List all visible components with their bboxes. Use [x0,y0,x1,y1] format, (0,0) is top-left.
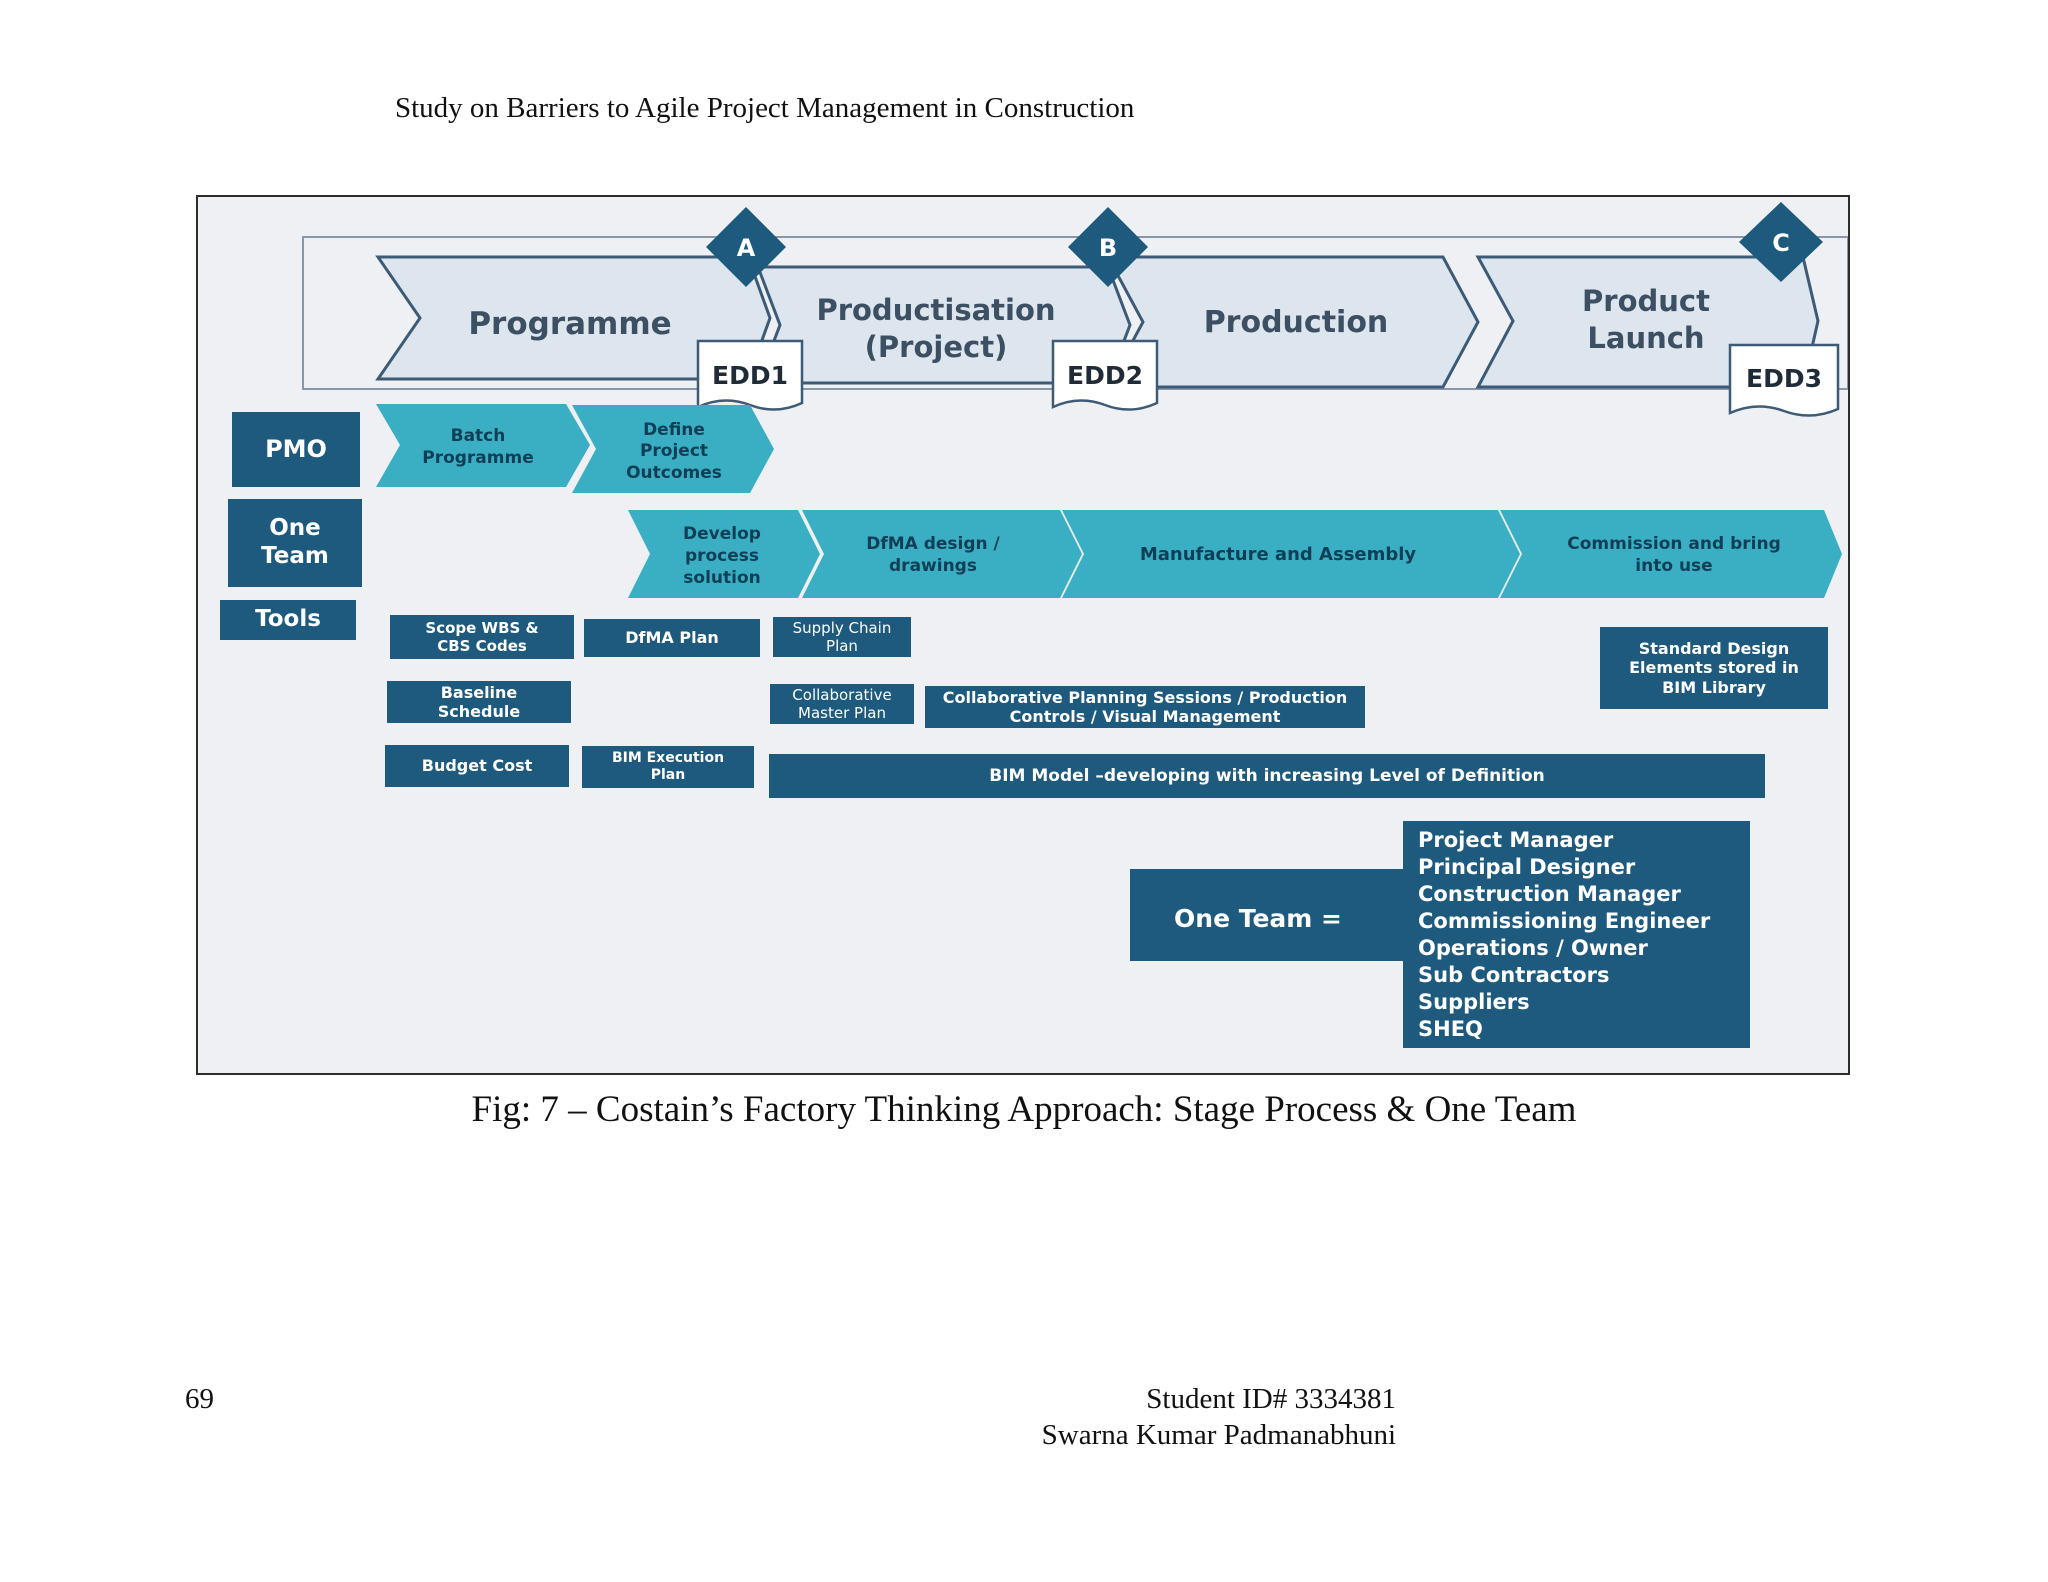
tool-standard-design: Standard Design Elements stored in BIM L… [1600,627,1828,709]
gate-a-diamond [706,207,786,287]
stage-programme-label: Programme [468,306,671,342]
row-label-pmo: PMO [232,412,360,487]
tool-bim-execution-line2: Plan [650,767,686,783]
edd2-label: EDD2 [1067,361,1143,390]
one-team-member: Suppliers [1418,990,1530,1014]
one-team-member: Construction Manager [1418,882,1681,906]
tool-dfma-plan: DfMA Plan [584,619,760,657]
one-team-member: SHEQ [1418,1017,1483,1041]
team-manufacture-chevron [1062,510,1520,598]
row-label-tools-text: Tools [255,606,321,633]
team-commission-chevron [1500,510,1842,598]
page-number: 69 [185,1383,214,1415]
one-team-label-box [1130,869,1406,961]
tool-dfma-plan-text: DfMA Plan [625,628,719,648]
figure-caption: Fig: 7 – Costain’s Factory Thinking Appr… [471,1089,1577,1130]
stage-launch-sublabel: Launch [1587,321,1704,355]
tool-scope-wbs-line2: CBS Codes [437,637,527,655]
tool-supply-chain-line2: Plan [826,637,858,655]
edd3-document [1728,343,1840,417]
tool-collaborative-master-plan: Collaborative Master Plan [770,684,914,724]
tool-budget-cost: Budget Cost [385,745,569,787]
tool-bim-model: BIM Model –developing with increasing Le… [769,754,1765,798]
tool-collab-master-line1: Collaborative [792,686,892,704]
gate-c-label: C [1772,229,1790,257]
row-label-one-team-line1: One [269,515,321,542]
tool-bim-model-text: BIM Model –developing with increasing Le… [989,765,1545,786]
gate-b-label: B [1099,234,1117,262]
tool-collab-master-line2: Master Plan [798,704,886,722]
tool-collab-sessions-line1: Collaborative Planning Sessions / Produc… [942,687,1348,707]
one-team-members-list: Project Manager Principal Designer Const… [1403,821,1750,1048]
edd3-label: EDD3 [1746,364,1822,393]
team-commission-line1: Commission and bring [1567,534,1781,554]
team-commission-line2: into use [1635,556,1712,576]
one-team-member: Project Manager [1418,828,1614,852]
team-develop-chevron [628,510,820,598]
tool-baseline-line1: Baseline [440,682,518,702]
edd1-document [696,339,804,411]
tool-scope-wbs: Scope WBS & CBS Codes [390,615,574,659]
gate-c-diamond [1739,202,1823,282]
one-team-member: Principal Designer [1418,855,1636,879]
stage-launch-label: Product [1582,284,1710,318]
edd1-label: EDD1 [712,361,788,390]
tool-scope-wbs-line1: Scope WBS & [425,619,539,637]
tool-supply-chain: Supply Chain Plan [773,617,911,657]
tool-collab-sessions-line2: Controls / Visual Management [1009,707,1281,726]
tool-baseline-schedule: Baseline Schedule [387,681,571,723]
tool-baseline-line2: Schedule [437,702,521,721]
tool-standard-design-line2: Elements stored in [1629,658,1799,678]
stage-production-chevron [1105,255,1480,389]
row-label-pmo-text: PMO [265,435,327,464]
gate-a-label: A [737,234,756,262]
row-label-one-team-line2: Team [261,543,329,569]
tool-budget-cost-text: Budget Cost [421,756,533,776]
tool-standard-design-line3: BIM Library [1662,677,1766,697]
stage-process-figure: Programme Productisation (Project) Produ… [196,195,1850,1075]
tool-collaborative-sessions: Collaborative Planning Sessions / Produc… [925,686,1365,728]
student-name: Swarna Kumar Padmanabhuni [1041,1419,1396,1451]
tool-bim-execution-line1: BIM Execution [611,750,725,767]
team-manufacture-label: Manufacture and Assembly [1140,544,1417,565]
team-develop-line1: Develop [683,524,761,544]
team-develop-line2: process [685,546,759,566]
tool-supply-chain-line1: Supply Chain [792,619,892,637]
pmo-define-line3: Outcomes [626,463,722,483]
student-id: Student ID# 3334381 [1146,1383,1396,1415]
stage-productisation-label: Productisation [816,293,1055,327]
team-dfma-line1: DfMA design / [866,534,1000,554]
one-team-label: One Team = [1174,904,1342,933]
one-team-member: Sub Contractors [1418,963,1610,987]
team-dfma-line2: drawings [889,556,977,576]
row-label-tools: Tools [220,600,356,640]
pmo-batch-line1: Batch [451,426,506,446]
one-team-member: Commissioning Engineer [1418,909,1711,933]
stage-production-label: Production [1204,305,1389,340]
tool-bim-execution-plan: BIM Execution Plan [582,746,754,788]
tool-standard-design-line1: Standard Design [1638,639,1790,659]
pmo-define-chevron [572,405,774,493]
row-label-one-team: One Team [228,499,362,587]
stage-productisation-sublabel: (Project) [865,330,1008,364]
edd2-document [1051,339,1159,411]
stage-diagram-svg: Programme Productisation (Project) Produ… [302,202,1848,961]
gate-b-diamond [1068,207,1148,287]
one-team-member: Operations / Owner [1418,936,1648,960]
pmo-define-line2: Project [640,441,708,461]
pmo-batch-chevron [376,404,590,487]
running-header: Study on Barriers to Agile Project Manag… [395,92,1135,124]
team-dfma-chevron [802,510,1082,598]
team-develop-line3: solution [683,568,760,588]
pmo-define-line1: Define [643,420,705,440]
pmo-batch-line2: Programme [422,448,534,468]
